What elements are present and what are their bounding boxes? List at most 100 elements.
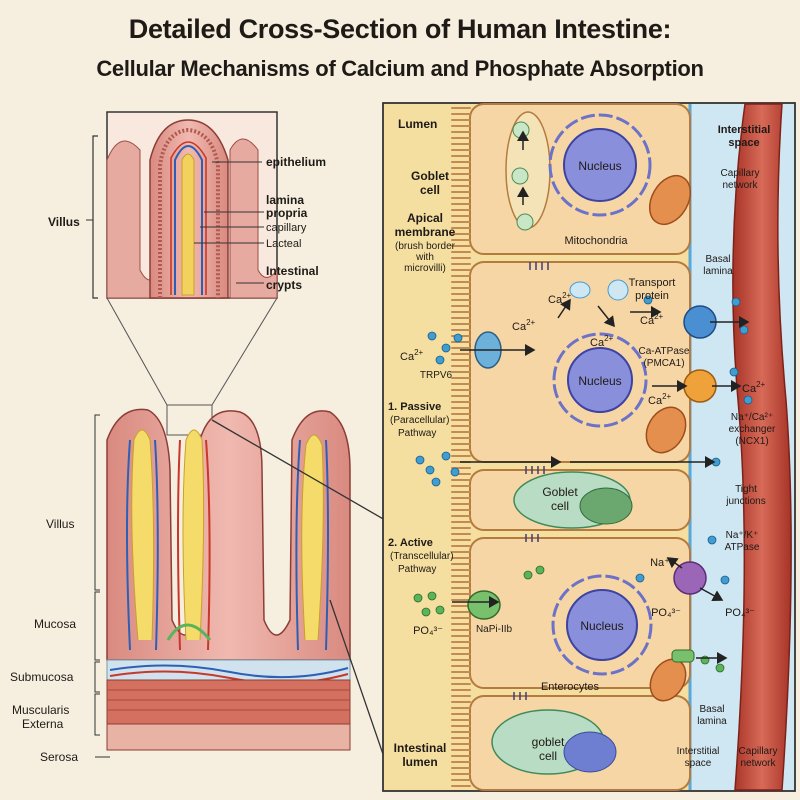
villus-lacteal-3 (301, 434, 324, 641)
label-goblet-cell-1: Goblet (542, 485, 578, 499)
inset-villus-right (229, 138, 278, 299)
mitochondrion-1 (648, 175, 692, 225)
label-goblet-cell-2: cell (551, 499, 569, 513)
label-apical-2: membrane (395, 225, 456, 239)
label-active-1: 2. Active (388, 537, 433, 549)
label-passive-3: Pathway (398, 428, 436, 439)
label-transport-1: Transport (629, 277, 676, 289)
inset-microvilli-border (158, 127, 220, 298)
nucleus-2 (567, 347, 633, 413)
label-interstitial-1: Interstitial (718, 124, 771, 136)
label-apical-4: with (415, 252, 434, 263)
diagram-subtitle: Cellular Mechanisms of Calcium and Phosp… (96, 56, 704, 81)
label-basal-lamina-low-1: Basal (699, 704, 724, 715)
label-nak-2: ATPase (725, 542, 760, 553)
inset-capillary-vein (174, 145, 203, 295)
brush-border-microvilli (451, 107, 471, 787)
label-crypts-1: Intestinal (266, 264, 319, 278)
label-interstitial-space-2: space (685, 758, 712, 769)
label-po4-cyto: PO₄³⁻ (651, 607, 681, 619)
label-capillary-network-1: Capillary (721, 168, 760, 179)
label-passive-1: 1. Passive (388, 401, 441, 413)
label-lacteal: Lacteal (266, 238, 301, 250)
flux-arrows (452, 130, 750, 664)
label-capillary-network-2: network (722, 180, 758, 191)
na-k-atpase-pump (673, 561, 707, 595)
label-transport-2: protein (635, 290, 669, 302)
label-tight-1: Tight (735, 484, 757, 495)
label-active-2: (Transcellular) (390, 551, 454, 562)
inset-panel (86, 111, 278, 436)
label-inset-villus: Villus (48, 215, 80, 229)
label-goblet-1: Goblet (411, 169, 449, 183)
label-ncx-1: Na⁺/Ca²⁺ (731, 412, 773, 423)
label-na: Na⁺ (650, 557, 670, 569)
label-apical-5: microvilli) (404, 263, 446, 274)
cellular-panel: Lumen Goblet cell Apical membrane (brush… (382, 102, 796, 792)
label-serosa: Serosa (40, 750, 78, 764)
label-apical-1: Apical (407, 211, 443, 225)
label-capillary-network-b1: Capillary (739, 746, 778, 757)
label-intestinal-lumen-1: Intestinal (394, 741, 447, 755)
label-interstitial-space-1: Interstitial (677, 746, 720, 757)
label-nucleus-1: Nucleus (578, 159, 621, 173)
label-goblet-2: cell (420, 183, 440, 197)
label-enterocytes: Enterocytes (541, 681, 600, 693)
label-muscularis-2: Externa (22, 717, 64, 731)
inset-lacteal-shape (181, 153, 195, 296)
label-ncx-3: (NCX1) (735, 436, 768, 447)
villi-layer (106, 408, 351, 661)
mitochondrion-2 (645, 406, 687, 454)
nucleus-1 (563, 128, 637, 202)
villus-lacteal-1 (131, 429, 155, 641)
napi-iib-transporter (467, 590, 501, 620)
label-intestinal-lumen-2: lumen (402, 755, 437, 769)
label-active-3: Pathway (398, 564, 436, 575)
label-goblet-low-2: cell (539, 749, 557, 763)
label-trpv6: TRPV6 (420, 370, 453, 381)
label-capillary: capillary (266, 222, 307, 234)
label-ca-cyto-4: Ca2+ (640, 312, 664, 327)
label-po4-interstitial: PO₄³⁻ (725, 607, 755, 619)
inset-capillary-artery (170, 141, 207, 295)
label-ca-lumen: Ca2+ (400, 348, 424, 363)
label-lumen: Lumen (398, 117, 437, 131)
label-nucleus-3: Nucleus (580, 619, 623, 633)
label-apical-3: (brush border (395, 241, 456, 252)
muscularis-layer (106, 679, 351, 725)
ncx1-exchanger (683, 369, 717, 403)
label-goblet-low-1: goblet (532, 735, 565, 749)
label-ncx-2: exchanger (729, 424, 776, 435)
label-muscularis-1: Muscularis (12, 703, 69, 717)
label-nak-1: Na⁺/K⁺ (726, 530, 759, 541)
label-mucosa: Mucosa (34, 617, 76, 631)
label-basal-lamina-1: Basal (705, 254, 730, 265)
villus-lacteal-2 (182, 429, 205, 641)
serosa-layer (106, 723, 351, 751)
label-passive-2: (Paracellular) (390, 415, 449, 426)
label-propria: propria (266, 206, 308, 220)
label-nucleus-2: Nucleus (578, 374, 621, 388)
wall-section (94, 408, 386, 761)
basal-phosphate-transporter (671, 649, 695, 663)
label-tight-2: junctions (725, 496, 765, 507)
label-mitochondria: Mitochondria (565, 235, 629, 247)
calcium-ions (415, 295, 753, 585)
label-lamina: lamina (266, 193, 304, 207)
label-basal-lamina-2: lamina (703, 266, 733, 277)
label-ca-cyto-2: Ca2+ (512, 318, 536, 333)
label-crypts-2: crypts (266, 278, 302, 292)
label-wall-villus: Villus (46, 517, 74, 531)
label-capillary-network-b2: network (740, 758, 776, 769)
transport-protein (607, 279, 629, 301)
nucleus-3 (566, 589, 638, 661)
label-ca-cyto-5: Ca2+ (648, 392, 672, 407)
label-interstitial-2: space (728, 137, 759, 149)
label-ca-cyto-1: Ca2+ (548, 291, 572, 306)
diagram-title: Detailed Cross-Section of Human Intestin… (128, 14, 672, 44)
label-ca-cyto-3: Ca2+ (590, 334, 614, 349)
label-po4-lumen: PO₄³⁻ (413, 625, 443, 637)
label-ca-atpase-1: Ca-ATPase (639, 346, 690, 357)
